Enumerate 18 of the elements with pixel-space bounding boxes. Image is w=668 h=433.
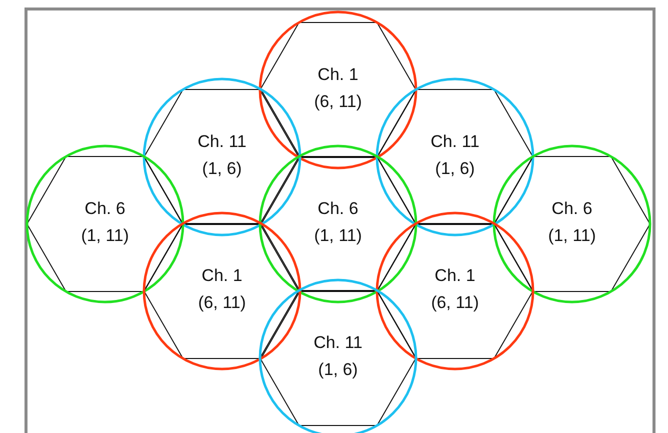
channel-label: Ch. 6: [550, 199, 594, 219]
channel-label: Ch. 1: [434, 266, 476, 286]
channel-pair: (6, 11): [197, 293, 247, 313]
channel-label: Ch. 11: [312, 333, 364, 353]
channel-pair: (6, 11): [313, 92, 363, 112]
channel-pair: (6, 11): [430, 293, 480, 313]
channel-label: Ch. 11: [430, 132, 480, 152]
channel-pair: (1, 11): [547, 226, 597, 246]
channel-label: Ch. 11: [196, 132, 248, 152]
channel-label: Ch. 1: [316, 65, 360, 85]
channel-pair: (1, 6): [201, 159, 243, 179]
channel-label: Ch. 1: [200, 266, 244, 286]
channel-pair: (1, 11): [80, 226, 130, 246]
channel-pair: (1, 6): [317, 360, 359, 380]
channel-label: Ch. 6: [84, 199, 126, 219]
channel-label: Ch. 6: [316, 199, 360, 219]
channel-pair: (1, 11): [313, 226, 363, 246]
channel-pair: (1, 6): [434, 159, 476, 179]
